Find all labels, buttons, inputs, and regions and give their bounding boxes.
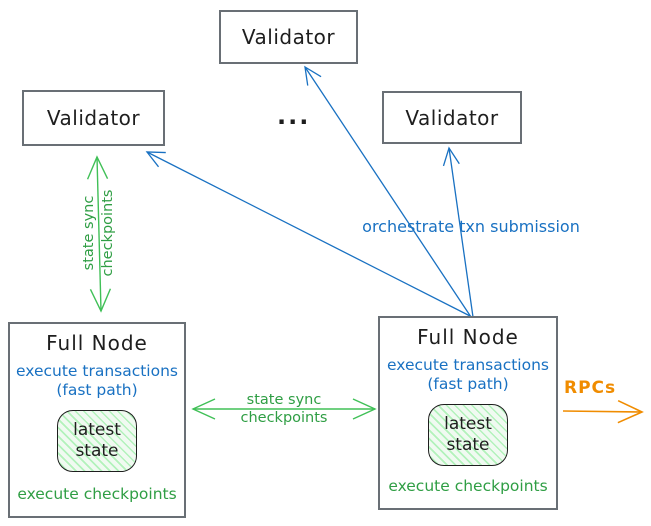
validator-top-label: Validator xyxy=(241,25,336,49)
arrow-orchestrate-to-left-validator xyxy=(145,151,473,318)
full-node-left-checkpoints: execute checkpoints xyxy=(17,485,177,503)
arrow-orchestrate-to-right-validator xyxy=(442,146,474,318)
rpcs-label: RPCs xyxy=(564,378,617,398)
horizontal-sync-label: state sync checkpoints xyxy=(214,392,354,427)
validators-ellipsis: ... xyxy=(277,102,311,130)
arrow-orchestrate-to-top-validator xyxy=(304,65,472,318)
validator-box-right: Validator xyxy=(382,91,522,144)
full-node-right-checkpoints: execute checkpoints xyxy=(388,477,548,495)
horizontal-sync-label-line2: checkpoints xyxy=(240,409,328,426)
vertical-sync-label-line1: state sync xyxy=(81,195,97,271)
latest-state-box-left: latest state xyxy=(57,410,137,473)
full-node-right-title: Full Node xyxy=(417,325,519,349)
full-node-box-left: Full Node execute transactions (fast pat… xyxy=(8,322,186,518)
latest-state-left-line1: latest xyxy=(73,419,121,440)
latest-state-left-line2: state xyxy=(75,441,119,462)
full-node-left-title: Full Node xyxy=(46,331,148,355)
orchestrate-txn-label: orchestrate txn submission xyxy=(362,217,580,236)
horizontal-sync-label-line1: state sync xyxy=(246,392,322,408)
full-node-right-blue-line2: (fast path) xyxy=(427,374,509,393)
full-node-left-blue-line2: (fast path) xyxy=(56,380,138,399)
arrow-state-sync-vertical xyxy=(86,155,112,313)
latest-state-right-line2: state xyxy=(446,435,490,456)
latest-state-right-line1: latest xyxy=(444,413,492,434)
vertical-sync-label-line2: checkpoints xyxy=(100,189,116,277)
arrow-rpcs xyxy=(562,399,644,424)
validator-box-top: Validator xyxy=(219,10,358,64)
validator-right-label: Validator xyxy=(405,105,499,130)
full-node-right-fastpath: execute transactions (fast path) xyxy=(387,356,549,393)
latest-state-box-right: latest state xyxy=(428,404,508,467)
full-node-right-blue-line1: execute transactions xyxy=(386,356,550,374)
validator-left-label: Validator xyxy=(46,106,141,130)
full-node-box-right: Full Node execute transactions (fast pat… xyxy=(378,316,558,510)
full-node-left-fastpath: execute transactions (fast path) xyxy=(16,362,178,399)
vertical-sync-label: state sync checkpoints xyxy=(80,177,118,289)
validator-box-left: Validator xyxy=(22,90,165,146)
full-node-left-blue-line1: execute transactions xyxy=(15,362,179,380)
